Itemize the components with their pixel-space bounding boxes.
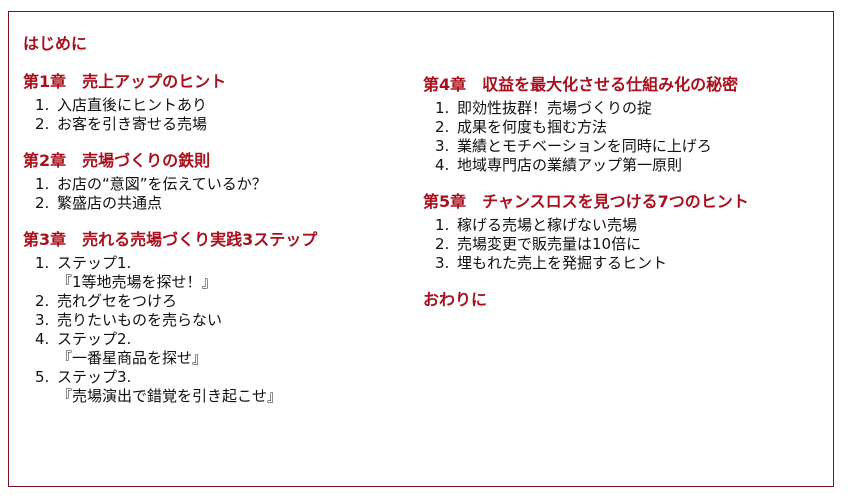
item-text-line: 『1等地売場を探せ！』 <box>57 273 217 291</box>
chapter-title: 第1章 売上アップのヒント <box>23 72 227 91</box>
item-text-line: 繁盛店の共通点 <box>57 194 163 212</box>
item-text-line: 成果を何度も掴む方法 <box>457 118 608 136</box>
chapter-item: 5. ステップ3.『売場演出で錯覚を引き起こせ』 <box>35 368 413 406</box>
chapter-title: 第4章 収益を最大化させる仕組み化の秘密 <box>423 75 739 94</box>
item-text: ステップ3.『売場演出で錯覚を引き起こせ』 <box>57 368 282 406</box>
item-text-line: 稼げる売場と稼げない売場 <box>457 216 638 234</box>
chapter-item: 2. 繁盛店の共通点 <box>35 194 413 213</box>
item-number: 4. <box>35 330 50 348</box>
item-number: 2. <box>435 118 450 136</box>
item-number: 3. <box>435 254 450 272</box>
chapter-title: 第2章 売場づくりの鉄則 <box>23 151 211 170</box>
chapter-item: 2. 売れグセをつけろ <box>35 292 413 311</box>
item-text: 売れグセをつけろ <box>57 292 177 311</box>
chapter-item: 3. 業績とモチベーションを同時に上げろ <box>435 137 823 156</box>
chapter-section: 第1章 売上アップのヒント 1. 入店直後にヒントあり 2. お客を引き寄せる売場 <box>23 72 413 134</box>
chapter-section: 第5章 チャンスロスを見つける7つのヒント 1. 稼げる売場と稼げない売場 2. 売場変… <box>423 192 823 273</box>
chapter-item: 3. 売りたいものを売らない <box>35 311 413 330</box>
item-text: 売りたいものを売らない <box>57 311 222 330</box>
item-text: 即効性抜群！売場づくりの掟 <box>457 99 652 118</box>
chapter-item: 1. ステップ1.『1等地売場を探せ！』 <box>35 254 413 292</box>
item-text: ステップ2.『一番星商品を探せ』 <box>57 330 207 368</box>
item-number: 4. <box>435 156 450 174</box>
chapter-item-list: 1. 稼げる売場と稼げない売場 2. 売場変更で販売量は10倍に 3. 埋もれた売上を発掘… <box>423 216 823 273</box>
chapter-item-list: 1. ステップ1.『1等地売場を探せ！』 2. 売れグセをつけろ 3. 売りたいものを売ら… <box>23 254 413 406</box>
item-text-line: お客を引き寄せる売場 <box>57 115 208 133</box>
item-number: 1. <box>35 175 50 193</box>
item-number: 3. <box>35 311 50 329</box>
item-text: 入店直後にヒントあり <box>57 96 207 115</box>
item-text-line: お店の“意図”を伝えているか？ <box>57 175 267 193</box>
right-column: 第4章 収益を最大化させる仕組み化の秘密 1. 即効性抜群！売場づくりの掟 2. 成果を… <box>423 75 823 310</box>
item-number: 2. <box>35 194 50 212</box>
item-text-line: 売場変更で販売量は10倍に <box>457 235 642 253</box>
chapter-item: 1. お店の“意図”を伝えているか？ <box>35 175 413 194</box>
chapter-item: 4. 地域専門店の業績アップ第一原則 <box>435 156 823 175</box>
item-text-line: ステップ2. <box>57 330 132 348</box>
chapter-item: 3. 埋もれた売上を発掘するヒント <box>435 254 823 273</box>
outro-heading: おわりに <box>423 290 488 309</box>
item-text-line: 地域専門店の業績アップ第一原則 <box>457 156 683 174</box>
chapter-title: 第5章 チャンスロスを見つける7つのヒント <box>423 192 749 211</box>
item-text: お客を引き寄せる売場 <box>57 115 207 134</box>
chapter-item-list: 1. 入店直後にヒントあり 2. お客を引き寄せる売場 <box>23 96 413 134</box>
item-text: お店の“意図”を伝えているか？ <box>57 175 267 194</box>
item-text-line: 即効性抜群！売場づくりの掟 <box>457 99 653 117</box>
item-text-line: 『売場演出で錯覚を引き起こせ』 <box>57 387 283 405</box>
chapter-item: 2. 売場変更で販売量は10倍に <box>435 235 823 254</box>
item-text-line: 『一番星商品を探せ』 <box>57 349 208 367</box>
item-text: 繁盛店の共通点 <box>57 194 162 213</box>
item-number: 1. <box>35 254 50 272</box>
item-text: ステップ1.『1等地売場を探せ！』 <box>57 254 217 292</box>
item-number: 1. <box>435 99 450 117</box>
item-text: 成果を何度も掴む方法 <box>457 118 607 137</box>
toc-frame: はじめに 第1章 売上アップのヒント 1. 入店直後にヒントあり 2. お客を引き寄せる… <box>8 11 834 487</box>
chapter-item: 4. ステップ2.『一番星商品を探せ』 <box>35 330 413 368</box>
item-number: 2. <box>35 115 50 133</box>
chapter-item: 1. 稼げる売場と稼げない売場 <box>435 216 823 235</box>
chapter-section: 第2章 売場づくりの鉄則 1. お店の“意図”を伝えているか？ 2. 繁盛店の共通点 <box>23 151 413 213</box>
item-text-line: 入店直後にヒントあり <box>57 96 208 114</box>
left-chapters: 第1章 売上アップのヒント 1. 入店直後にヒントあり 2. お客を引き寄せる売場第2章… <box>23 72 413 406</box>
chapter-item-list: 1. 即効性抜群！売場づくりの掟 2. 成果を何度も掴む方法 3. 業績とモチベーションを… <box>423 99 823 175</box>
item-text: 業績とモチベーションを同時に上げろ <box>457 137 712 156</box>
item-text-line: 売りたいものを売らない <box>57 311 223 329</box>
chapter-item: 2. お客を引き寄せる売場 <box>35 115 413 134</box>
item-text: 稼げる売場と稼げない売場 <box>457 216 637 235</box>
item-number: 2. <box>35 292 50 310</box>
item-text: 埋もれた売上を発掘するヒント <box>457 254 667 273</box>
item-number: 2. <box>435 235 450 253</box>
chapter-item: 1. 即効性抜群！売場づくりの掟 <box>435 99 823 118</box>
item-text-line: 業績とモチベーションを同時に上げろ <box>457 137 712 155</box>
item-text-line: 埋もれた売上を発掘するヒント <box>457 254 668 272</box>
chapter-section: 第4章 収益を最大化させる仕組み化の秘密 1. 即効性抜群！売場づくりの掟 2. 成果を… <box>423 75 823 175</box>
item-text-line: ステップ1. <box>57 254 132 272</box>
left-column: はじめに 第1章 売上アップのヒント 1. 入店直後にヒントあり 2. お客を引き寄せる… <box>23 34 413 423</box>
item-text-line: ステップ3. <box>57 368 132 386</box>
chapter-item: 2. 成果を何度も掴む方法 <box>435 118 823 137</box>
chapter-item-list: 1. お店の“意図”を伝えているか？ 2. 繁盛店の共通点 <box>23 175 413 213</box>
item-number: 1. <box>435 216 450 234</box>
chapter-title: 第3章 売れる売場づくり実践3ステップ <box>23 230 318 249</box>
item-text-line: 売れグセをつけろ <box>57 292 178 310</box>
item-number: 1. <box>35 96 50 114</box>
item-number: 3. <box>435 137 450 155</box>
chapter-item: 1. 入店直後にヒントあり <box>35 96 413 115</box>
right-chapters: 第4章 収益を最大化させる仕組み化の秘密 1. 即効性抜群！売場づくりの掟 2. 成果を… <box>423 75 823 273</box>
item-number: 5. <box>35 368 50 386</box>
intro-heading: はじめに <box>23 34 88 53</box>
item-text: 地域専門店の業績アップ第一原則 <box>457 156 682 175</box>
item-text: 売場変更で販売量は10倍に <box>457 235 641 254</box>
